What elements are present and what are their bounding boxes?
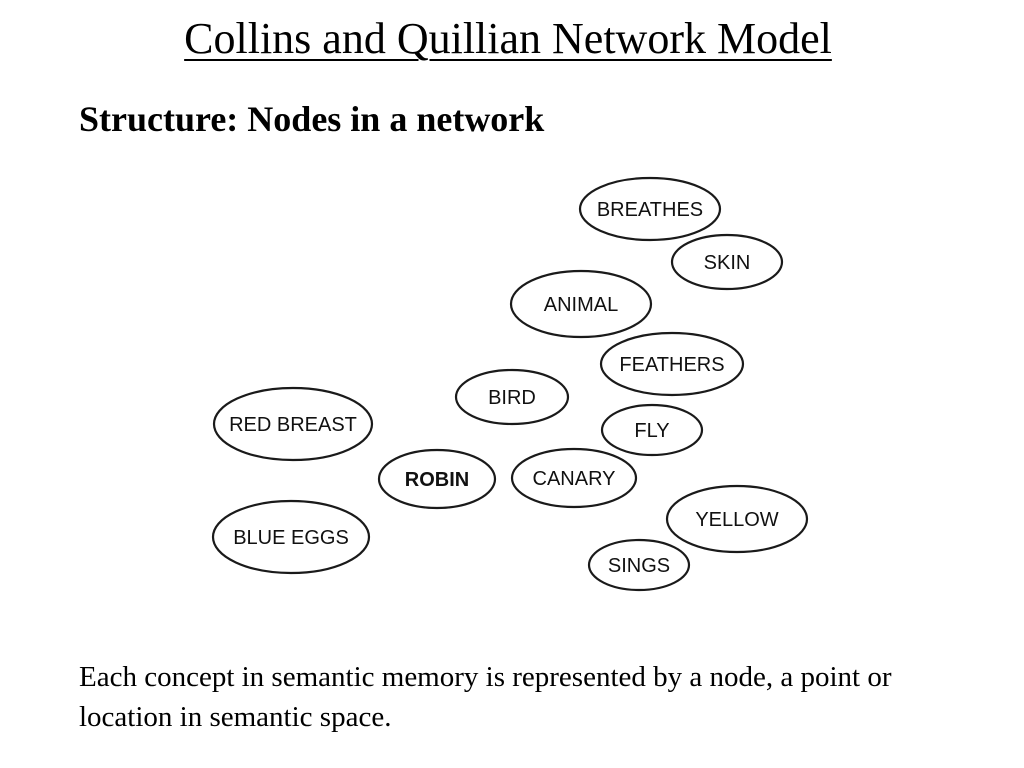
slide-subtitle: Structure: Nodes in a network bbox=[79, 99, 545, 139]
node-label-yellow: YELLOW bbox=[695, 509, 778, 531]
node-label-red-breast: RED BREAST bbox=[229, 414, 357, 436]
node-label-robin: ROBIN bbox=[405, 469, 469, 491]
node-red-breast: RED BREAST bbox=[212, 386, 374, 462]
node-yellow: YELLOW bbox=[665, 484, 809, 554]
node-label-bird: BIRD bbox=[488, 387, 536, 409]
caption: Each concept in semantic memory is repre… bbox=[79, 661, 892, 733]
node-canary: CANARY bbox=[510, 447, 638, 509]
node-feathers: FEATHERS bbox=[599, 331, 745, 397]
node-bird: BIRD bbox=[454, 368, 570, 426]
node-label-sings: SINGS bbox=[608, 555, 670, 577]
node-robin: ROBIN bbox=[377, 448, 497, 510]
node-label-fly: FLY bbox=[634, 420, 669, 442]
node-label-skin: SKIN bbox=[704, 252, 751, 274]
node-sings: SINGS bbox=[587, 538, 691, 592]
node-skin: SKIN bbox=[670, 233, 784, 291]
node-breathes: BREATHES bbox=[578, 176, 722, 242]
node-label-animal: ANIMAL bbox=[544, 294, 618, 316]
node-animal: ANIMAL bbox=[509, 269, 653, 339]
node-label-canary: CANARY bbox=[533, 468, 616, 490]
node-fly: FLY bbox=[600, 403, 704, 457]
slide-title: Collins and Quillian Network Model bbox=[184, 14, 832, 63]
node-blue-eggs: BLUE EGGS bbox=[211, 499, 371, 575]
node-label-feathers: FEATHERS bbox=[619, 354, 724, 376]
node-label-breathes: BREATHES bbox=[597, 199, 703, 221]
node-label-blue-eggs: BLUE EGGS bbox=[233, 527, 349, 549]
